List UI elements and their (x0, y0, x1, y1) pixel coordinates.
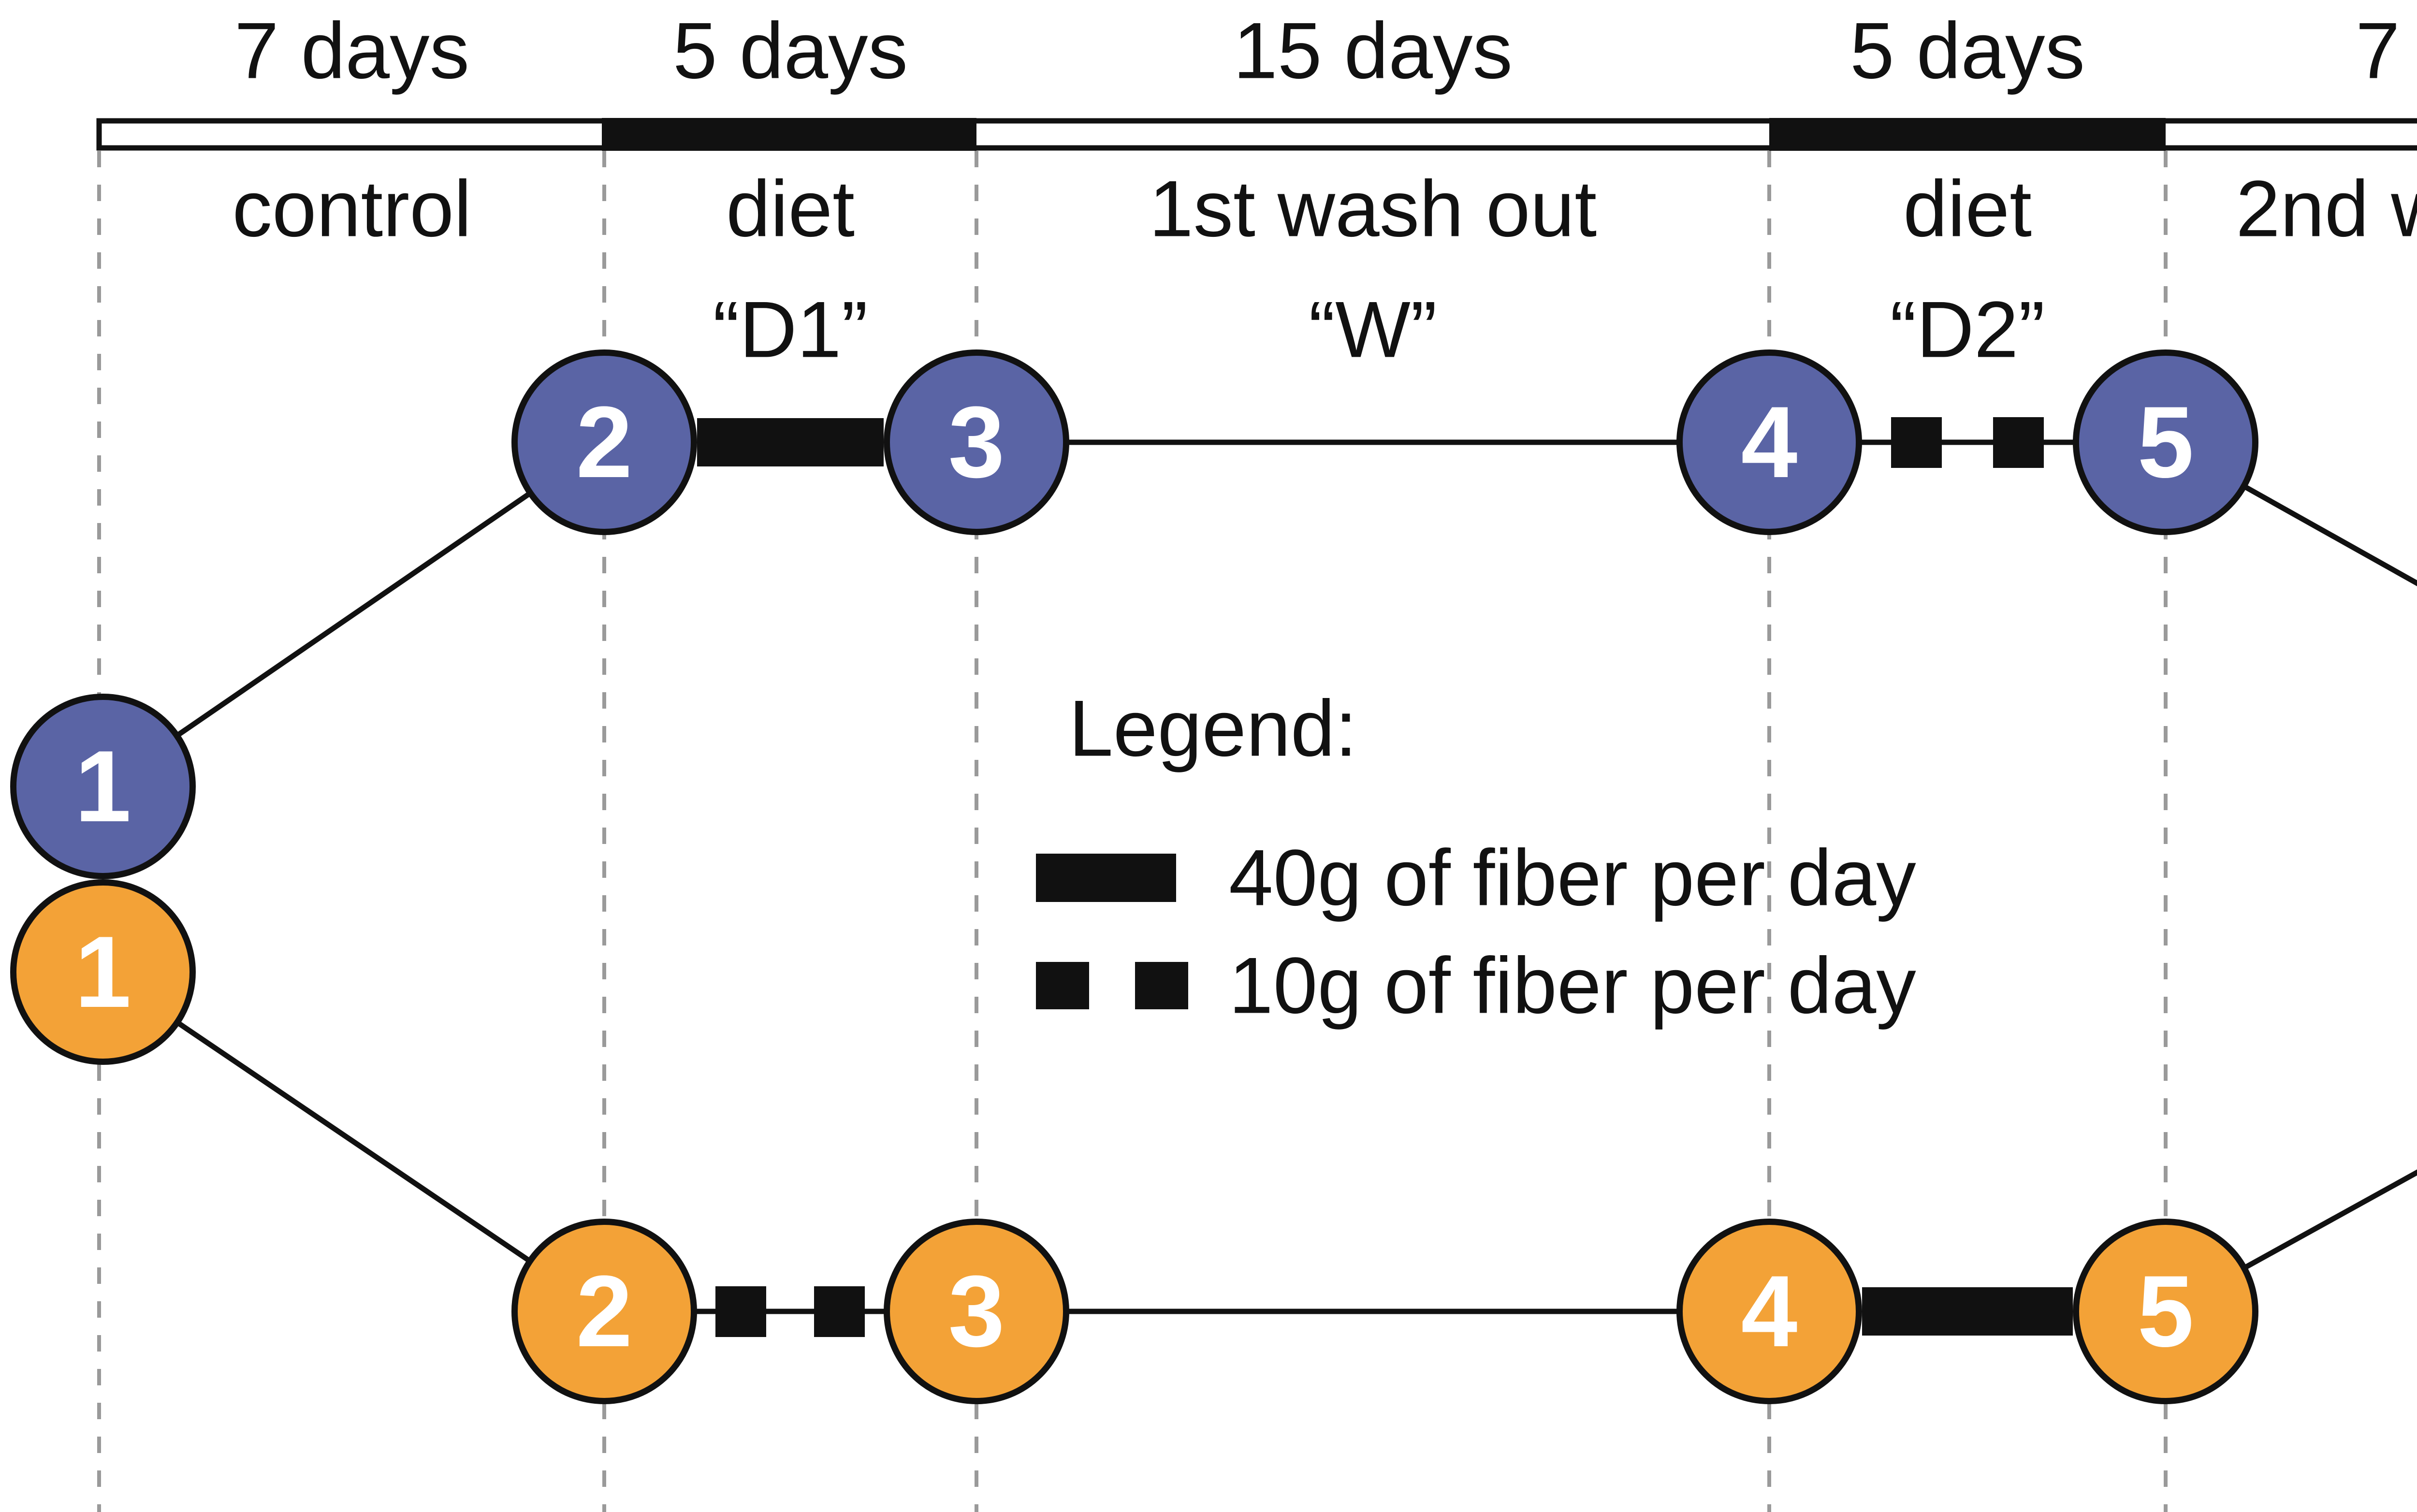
node-orange-4: 4 (1676, 1219, 1862, 1404)
node-blue-5: 5 (2073, 349, 2258, 535)
node-orange-1-label: 1 (74, 915, 131, 1029)
fiber-10g-square-blue-1 (1891, 417, 1942, 468)
phase-label-washout-2: 2nd wash out (2236, 164, 2417, 253)
connector-orange-1-2 (101, 970, 606, 1314)
node-orange-4-label: 4 (1741, 1254, 1798, 1368)
code-label-d2: “D2” (1890, 285, 2045, 374)
node-blue-3-label: 3 (948, 385, 1005, 499)
legend-item-label-10g: 10g of fiber per day (1229, 941, 1916, 1030)
duration-label-1: 7 days (234, 6, 470, 95)
node-blue-1-label: 1 (74, 729, 131, 843)
connector-blue-1-2 (101, 440, 606, 789)
fiber-10g-square-orange-1 (715, 1286, 766, 1337)
connector-orange-5-6 (2164, 1169, 2417, 1314)
node-orange-5-label: 5 (2137, 1254, 2194, 1368)
node-orange-2: 2 (511, 1219, 697, 1404)
duration-label-3: 15 days (1233, 6, 1513, 95)
phase-label-washout-1: 1st wash out (1149, 164, 1597, 253)
node-blue-4-label: 4 (1741, 385, 1798, 499)
legend-item-label-40g: 40g of fiber per day (1229, 833, 1916, 922)
node-orange-3-label: 3 (948, 1254, 1005, 1368)
code-label-d1: “D1” (713, 285, 868, 374)
fiber-10g-square-orange-2 (814, 1286, 865, 1337)
node-orange-2-label: 2 (576, 1254, 633, 1368)
node-blue-4: 4 (1676, 349, 1862, 535)
node-blue-1: 1 (10, 694, 196, 879)
duration-label-4: 5 days (1849, 6, 2085, 95)
phase-label-diet-2: diet (1903, 164, 2032, 253)
diet-segment-1 (602, 118, 976, 151)
node-orange-3: 3 (884, 1219, 1069, 1404)
phase-label-control: control (232, 164, 472, 253)
code-label-w: “W” (1309, 285, 1437, 374)
legend-square-swatch-1 (1036, 962, 1089, 1009)
fiber-40g-bar-blue-d1 (697, 418, 884, 466)
node-blue-3: 3 (884, 349, 1069, 535)
node-orange-1: 1 (10, 879, 196, 1065)
legend-square-swatch-2 (1135, 962, 1188, 1009)
legend-title: Legend: (1069, 683, 1357, 773)
node-blue-2-label: 2 (576, 385, 633, 499)
duration-label-5: 7 days (2355, 6, 2417, 95)
diet-segment-2 (1769, 118, 2166, 151)
node-blue-2: 2 (511, 349, 697, 535)
phase-label-diet-1: diet (726, 164, 855, 253)
fiber-10g-square-blue-2 (1993, 417, 2044, 468)
node-orange-5: 5 (2073, 1219, 2258, 1404)
legend-thick-bar-swatch (1036, 854, 1176, 902)
node-blue-5-label: 5 (2137, 385, 2194, 499)
connector-blue-5-6 (2164, 440, 2417, 586)
duration-label-2: 5 days (672, 6, 908, 95)
fiber-40g-bar-orange-d2 (1862, 1287, 2073, 1336)
